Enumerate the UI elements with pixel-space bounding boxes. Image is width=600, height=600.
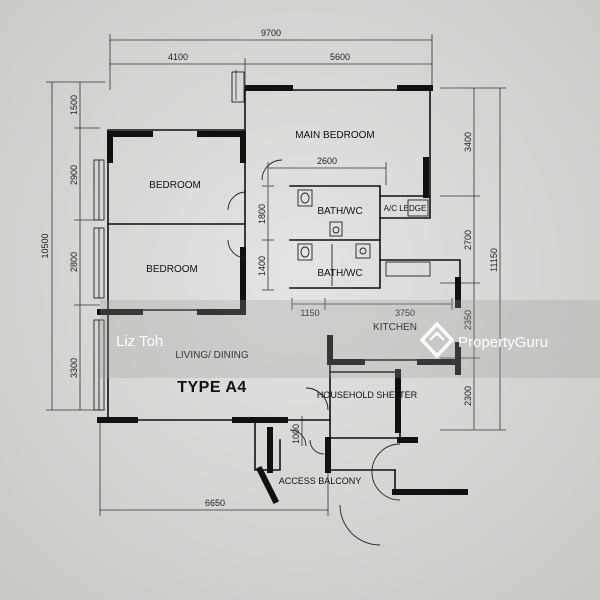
dim-right-2350: 2350 <box>463 310 473 330</box>
dim-overall-height-right: 11150 <box>489 248 499 272</box>
label-ac-ledge: A/C LEDGE <box>384 204 427 213</box>
windows <box>93 71 431 411</box>
dim-right-width: 5600 <box>330 52 350 62</box>
label-bedroom-2: BEDROOM <box>146 264 198 275</box>
dim-overall-height-left: 10500 <box>40 233 50 258</box>
propertyguru-logo-icon <box>419 321 455 359</box>
dim-kitchen-left: 1150 <box>300 308 319 318</box>
label-bedroom-1: BEDROOM <box>149 180 201 191</box>
dim-mid-1800: 1800 <box>257 204 267 224</box>
label-living-dining: LIVING/ DINING <box>175 350 249 361</box>
dim-overall-width: 9700 <box>261 28 281 38</box>
dim-bottom-width: 6650 <box>205 498 225 508</box>
label-access-balcony: ACCESS BALCONY <box>279 476 362 486</box>
watermark: Liz Toh PropertyGuru <box>100 300 600 378</box>
dimension-labels: 9700 4100 5600 2600 1150 3750 6650 10500… <box>40 28 499 508</box>
watermark-band <box>100 300 600 378</box>
dim-right-3400: 3400 <box>463 132 473 152</box>
dim-kitchen-right: 3750 <box>395 308 415 318</box>
dim-mid-1400: 1400 <box>257 256 267 276</box>
dim-left-width: 4100 <box>168 52 188 62</box>
label-type: TYPE A4 <box>177 379 247 396</box>
label-kitchen: KITCHEN <box>373 322 417 333</box>
walls <box>97 85 468 505</box>
dim-left-2800: 2800 <box>69 252 79 272</box>
dim-left-1500: 1500 <box>69 95 79 115</box>
dim-bath-width: 2600 <box>317 156 337 166</box>
watermark-agent-name: Liz Toh <box>116 333 163 350</box>
label-main-bedroom-line: MAIN BEDROOM <box>295 130 374 141</box>
dim-left-2900: 2900 <box>69 165 79 185</box>
watermark-brand: PropertyGuru <box>458 334 548 351</box>
dim-left-3300: 3300 <box>69 358 79 378</box>
room-labels: MAIN BEDROOM BEDROOM BEDROOM BATH/WC BAT… <box>146 130 426 486</box>
dim-shelter-1000: 1000 <box>291 424 301 444</box>
dim-right-2700: 2700 <box>463 230 473 250</box>
dim-right-2300: 2300 <box>463 386 473 406</box>
bathroom-fixtures <box>297 189 371 286</box>
dimension-lines <box>46 34 506 516</box>
label-household-shelter: HOUSEHOLD SHELTER <box>317 390 418 400</box>
label-bath-2: BATH/WC <box>317 268 362 279</box>
label-bath-1: BATH/WC <box>317 206 362 217</box>
door-swings <box>227 159 401 546</box>
label-main-bedroom: MAIN BEDROOM <box>295 130 374 141</box>
